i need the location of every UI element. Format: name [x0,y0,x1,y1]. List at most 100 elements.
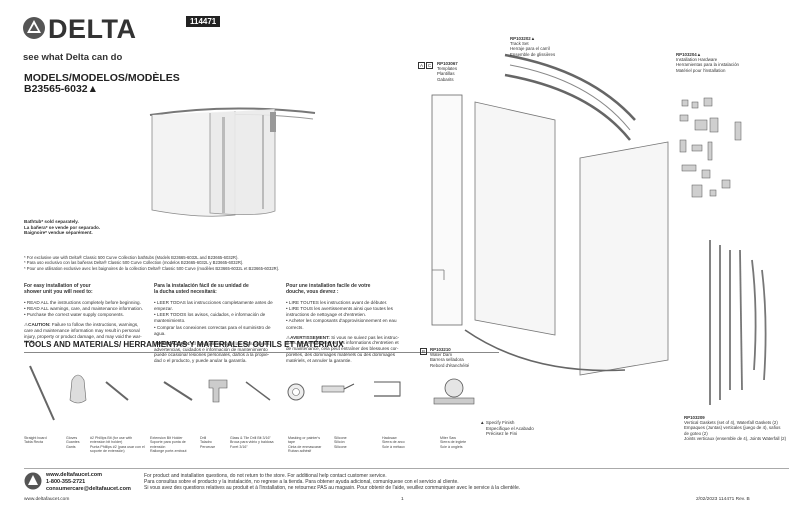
col-fr-item: instructions de nettoyage et d'entretien… [286,312,367,318]
part-desc: Track Set [510,41,529,47]
part-code: RP103202▲ [510,36,536,41]
part-code: RP103209 [684,415,705,420]
finish-note-line: ▲ Specify Finish [480,420,515,425]
col-fr-item: • Acheter les composants d'approvisionne… [286,318,397,324]
bathtub-note-en: Bathtub* sold separately. [24,219,79,224]
tool-label-line: Sierra de arco [382,440,405,445]
col-en-item: • READ ALL the instructions completely b… [24,299,141,305]
exclusive-note: * For exclusive use with Delta® Classic … [24,255,324,271]
tool-label-line: Ruban adhésif [288,448,312,453]
footer-phone: 1-800-355-2721 [46,479,86,485]
models-title: MODELS/MODELOS/MODÈLES [24,72,180,84]
caution-text: puede ocasionar lesiones personales, dañ… [154,352,270,358]
caution-text: dad o el producto, y puede anular la gar… [154,358,247,364]
exclusive-note-en: * For exclusive use with Delta® Classic … [24,255,239,260]
part-desc: Installation Hardware [676,57,718,63]
gloves-icon [69,374,87,404]
tools-title: TOOLS AND MATERIALS/ HERRAMIENTAS Y MATE… [24,340,344,349]
tagline: see what Delta can do [23,52,123,63]
tool-label-line: Taladro [200,440,212,445]
finish-note: ▲ Specify Finish Especifique el Acabado … [480,420,534,437]
part-water-dam: B [420,348,428,355]
part-desc: Plantillas [437,71,455,77]
tool-label-line: Hacksaw [382,436,397,440]
caution-text: care and maintenance information may res… [24,327,140,333]
part-label-a: A [418,62,425,69]
part-templates-text: RP103067 Templates Plantillas Gabarits [437,61,458,82]
tool-label-line: Silicone [334,436,347,440]
warning-icon: ⚠ [154,340,159,346]
col-en-item: • READ ALL warnings, care, and maintenan… [24,305,143,311]
delta-logo [22,16,162,56]
caution-label: PRECAUCIÓN: [158,340,191,346]
col-fr-item: • LIRE TOUTES les instructions avant de … [286,299,388,305]
model-number: B23565-6032▲ [24,83,99,95]
tool-label-line: Silicone [334,444,347,449]
drill-bit-icon [245,381,271,401]
tool-label-line: Tabla Recta [24,440,43,445]
exclusive-note-es: * Para uso exclusivo con las bañeras Del… [24,260,244,266]
instructions-es: Para la instalación fácil de su unidad d… [154,283,279,364]
tool-label-line: Perceuse [200,444,216,449]
straight-board-icon [29,365,55,421]
caution-text: advertencias, cuidados e información de … [154,346,268,352]
part-code: RP103210 [430,347,451,352]
col-fr-heading-1: Pour une installation facile de votre [286,283,371,289]
part-water-dam-text: RP103210 Water Dam Barrera selladora Reb… [430,347,469,368]
page-number: 1 [401,497,404,502]
part-track-set: RP103202▲ Track Set Herraje para el carr… [510,36,555,57]
part-desc: Empaques (Juntas) verticales (juego de 4… [684,425,781,431]
bit-holder-icon [163,381,193,401]
brand-name: DELTA [48,14,137,44]
silicone-icon [321,383,355,393]
col-es-item: • LEER TODAS las instrucciones completam… [154,299,273,305]
footer-site-bottom[interactable]: www.deltafaucet.com [24,497,70,502]
footer-message-en: For product and installation questions, … [144,473,387,479]
part-desc: Rebord d'étanchéité [430,362,470,368]
col-es-item: • Comprar las conexiones correctas para … [154,324,271,330]
caution-text: injury, property or product damage, and … [24,333,142,339]
col-es-caution: ⚠PRECAUCIÓN: El incumplimiento de las in… [154,341,279,364]
tool-label-line: Gants [66,444,76,449]
tape-icon [287,383,305,401]
bathtub-note-fr: Baignoire* vendue séparément. [24,230,93,236]
part-desc: Ensemble de glissières [510,51,556,57]
part-desc: Templates [437,66,458,72]
miter-saw-icon [433,378,475,405]
footer-website[interactable]: www.deltafaucet.com [46,472,103,478]
col-es-item: mantenimiento. [154,318,186,324]
col-fr-caution: ⚠AVERTISSEMENT: Si vous ne suivez pas le… [286,335,411,364]
footer-message-fr: Si vous avez des questions relatives au … [144,485,521,491]
col-fr-heading-2: douche, vous devrez : [286,288,339,295]
caution-label: AVERTISSEMENT: [290,334,330,340]
tool-label-line: Guantes [66,440,80,445]
caution-text: ranty. [24,339,36,345]
doc-number: 114471 [186,16,221,27]
tool-label-line: Punta Phillips #2 (para usar con el sopo… [90,444,145,453]
part-desc: Vertical Gaskets (set of 4), Waterfall G… [684,420,778,426]
tool-label-line: Silicón [334,440,345,445]
shower-door-illustration [149,107,316,217]
part-desc: Joints verticaux (ensemble de 4), Joints… [684,435,787,441]
hacksaw-icon [374,381,401,397]
caution-text: Si vous ne suivez pas les instruc- [331,334,400,340]
col-fr-item: • LIRE TOUS les avertissements ainsi que… [286,305,393,311]
caution-text: El incumplimiento de las instrucciones, [191,340,271,346]
part-code: RP103067 [437,61,458,66]
parts-diagram [431,53,767,405]
finish-note-line: Précisez le Fini [486,431,518,437]
tool-label-line: Miter Saw [440,436,456,440]
date-revision: 2/02/2023 114471 Rev. B [696,497,750,502]
tool-label-line: Sierra de inglete [440,440,467,445]
tool-label-line: Scie à métaux [382,444,405,449]
part-desc: Barrera selladora [430,357,464,363]
tool-label-line: #2 Phillips Bit (for use with extension … [90,436,133,445]
footer-email[interactable]: consumercare@deltafaucet.com [46,486,131,492]
warning-icon: ⚠ [286,334,291,340]
